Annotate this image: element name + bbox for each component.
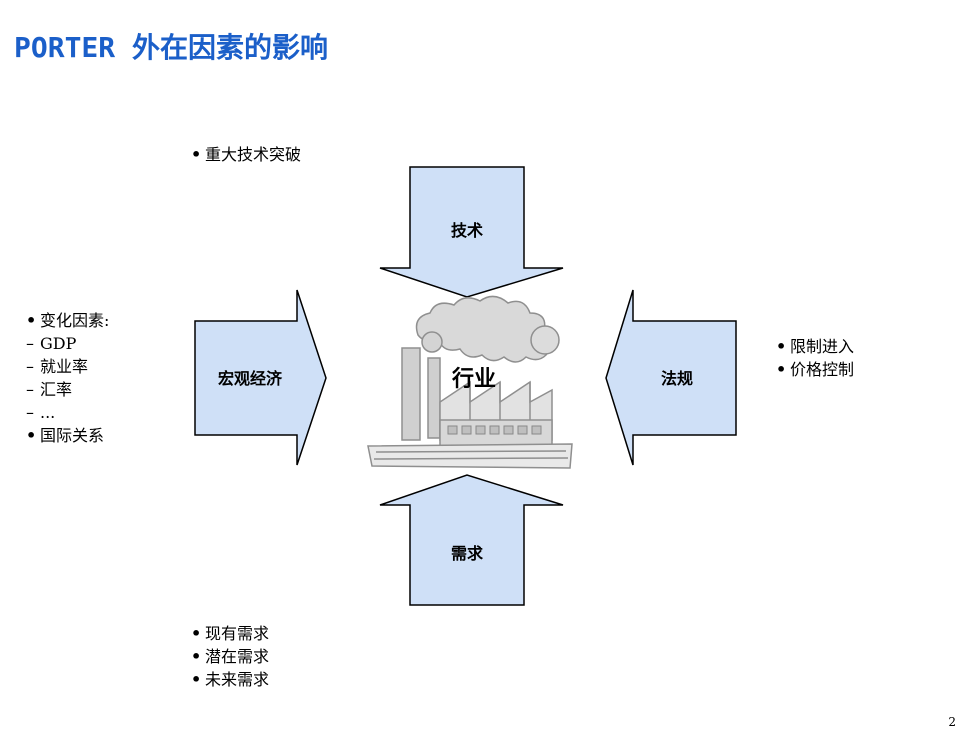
center-label: 行业 bbox=[451, 366, 496, 392]
list-item: 重大技术突破 bbox=[191, 143, 301, 166]
note-top: 重大技术突破 bbox=[191, 143, 301, 166]
list-item: 国际关系 bbox=[26, 424, 109, 447]
list-item: 潜在需求 bbox=[191, 645, 269, 668]
list-item: 未来需求 bbox=[191, 668, 269, 691]
note-right: 限制进入 价格控制 bbox=[776, 335, 854, 381]
arrow-bottom bbox=[380, 475, 563, 605]
list-item: 现有需求 bbox=[191, 622, 269, 645]
list-subitem: 就业率 bbox=[26, 355, 109, 378]
note-left: 变化因素: GDP 就业率 汇率 ... 国际关系 bbox=[26, 309, 109, 447]
list-item: 变化因素: bbox=[26, 309, 109, 332]
arrow-bottom-label: 需求 bbox=[451, 544, 484, 563]
page-number: 2 bbox=[948, 715, 956, 729]
arrow-right-label: 法规 bbox=[661, 369, 693, 388]
note-bottom: 现有需求 潜在需求 未来需求 bbox=[191, 622, 269, 691]
list-item: 价格控制 bbox=[776, 358, 854, 381]
list-item: 限制进入 bbox=[776, 335, 854, 358]
arrow-left-label: 宏观经济 bbox=[218, 369, 283, 388]
list-subitem: 汇率 bbox=[26, 378, 109, 401]
arrow-top-label: 技术 bbox=[451, 221, 483, 240]
list-subitem: GDP bbox=[26, 332, 109, 355]
list-subitem: ... bbox=[26, 401, 109, 424]
